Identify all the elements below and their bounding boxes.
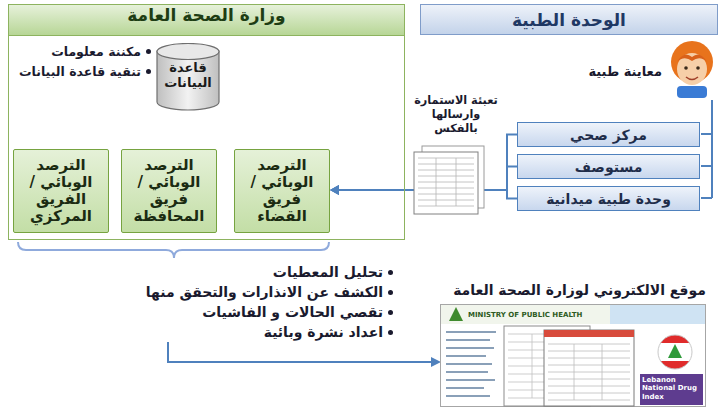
flag-white	[657, 334, 693, 370]
database-cylinder: قاعدة البيانات	[156, 43, 220, 111]
box-label: مركز صحي	[570, 127, 647, 143]
label-slot: اعداد نشرة وبائية	[264, 324, 383, 342]
flag	[657, 334, 693, 370]
patient-line	[701, 100, 712, 198]
child-shirt	[677, 86, 707, 98]
panel-heading: وزارة الصحة العامة	[9, 5, 404, 36]
label-slot: تقصي الحالات و الفاشيات	[202, 304, 383, 322]
arrowhead	[330, 185, 339, 195]
step-label: معاينة طبية	[588, 64, 662, 80]
box-label: الترصد الوبائي / الفريق المركزي	[18, 157, 104, 226]
ministry-panel: وزارة الصحة العامة قاعدة البيانات الترصد ا…	[8, 4, 405, 240]
bullet-note: تنقية قاعدة البيانات	[19, 64, 141, 80]
label-slot: مكننة معلومات	[51, 44, 141, 60]
page-banner	[610, 305, 705, 324]
label-slot: تعبئة الاستمارة وارسالها بالفكس	[409, 94, 503, 136]
box-label: مستوصف	[575, 159, 643, 175]
label-slot: الكشف عن الانذارات والتحقق منها	[146, 284, 383, 302]
cylinder-top	[157, 44, 219, 60]
box-label: وحدة طبية ميدانية	[546, 191, 671, 207]
task-bullet: الكشف عن الانذارات والتحقق منها	[146, 284, 383, 302]
menu-lines	[446, 332, 496, 396]
child-fringe	[677, 54, 707, 62]
arrowhead	[330, 185, 339, 195]
header-band: الوحدة الطبية	[420, 4, 718, 35]
document-header	[544, 330, 634, 337]
document-rows	[548, 344, 630, 400]
step-label: تعبئة الاستمارة وارسالها بالفكس	[409, 94, 503, 136]
flag-rim	[658, 335, 692, 369]
form-rows	[418, 158, 474, 206]
document-page	[544, 330, 634, 406]
page-background	[441, 305, 706, 407]
website-screenshot: موقع الالكتروني لوزارة الصحة العامةMINIS…	[440, 304, 706, 407]
bullet-dot	[388, 330, 393, 335]
child-face	[677, 53, 707, 85]
label-slot: تنقية قاعدة البيانات	[19, 64, 141, 80]
output-arrowhead	[431, 357, 441, 367]
page-header	[441, 305, 705, 324]
band-heading: الوحدة الطبية	[512, 10, 626, 30]
website-caption: موقع الالكتروني لوزارة الصحة العامة	[400, 280, 706, 300]
child-eye	[684, 66, 688, 70]
box-label: الترصد الوبائي / فريق القضاء	[239, 157, 325, 226]
group-bracket	[18, 242, 329, 258]
form-page	[414, 152, 478, 214]
facility-box: مركز صحي	[517, 122, 700, 147]
arrowhead	[330, 185, 339, 195]
bullet-note: مكننة معلومات	[51, 44, 141, 60]
bullet-dot	[388, 270, 393, 275]
bullet-dot	[146, 69, 151, 74]
label-slot: معاينة طبية	[588, 64, 662, 80]
process-box: الترصد الوبائي / الفريق المركزي	[13, 149, 109, 233]
bullet-dot	[388, 310, 393, 315]
task-bullet: تحليل المعطيات	[273, 264, 383, 282]
process-box: الترصد الوبائي / فريق القضاء	[234, 149, 330, 233]
bullet-dot	[146, 49, 151, 54]
output-line	[168, 342, 432, 362]
facility-box: وحدة طبية ميدانية	[517, 186, 700, 211]
flag-cedar	[668, 344, 682, 358]
facility-box: مستوصف	[517, 154, 700, 179]
drug-index-text: Lebanon National Drug Index	[642, 376, 702, 404]
cedar-logo	[449, 307, 463, 321]
drug-index-box	[640, 374, 703, 405]
task-bullet: اعداد نشرة وبائية	[264, 324, 383, 342]
task-bullet: تقصي الحالات و الفاشيات	[202, 304, 383, 322]
child-mouth	[686, 77, 698, 80]
site-name: MINISTRY OF PUBLIC HEALTH	[468, 310, 608, 320]
label-slot: تحليل المعطيات	[273, 264, 383, 282]
process-box: الترصد الوبائي / فريق المحافظة	[121, 149, 217, 233]
bullet-dot	[388, 290, 393, 295]
cylinder-label: قاعدة البيانات	[156, 43, 220, 91]
child-eye	[696, 66, 700, 70]
box-label: الترصد الوبائي / فريق المحافظة	[126, 157, 212, 226]
